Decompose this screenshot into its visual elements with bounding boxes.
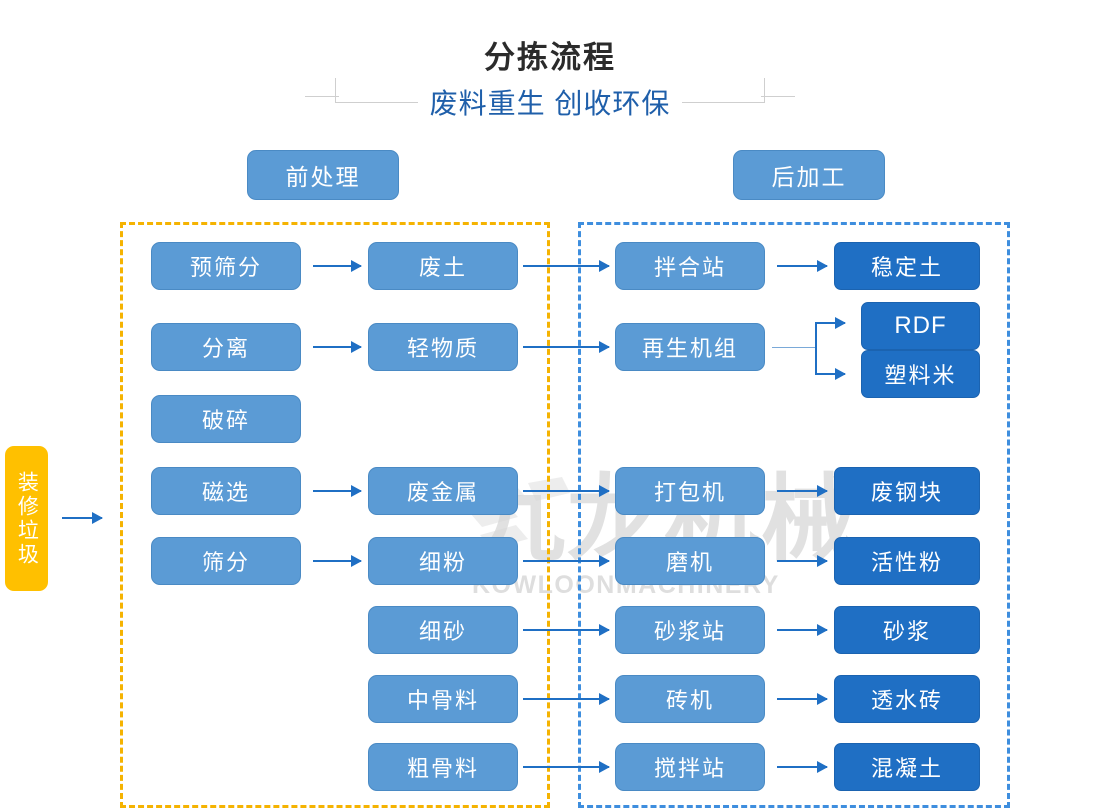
arrow-agitationstation-to-concrete	[777, 761, 828, 773]
arrow-finepowder-to-grinder	[523, 555, 610, 567]
node-material-waste-soil[interactable]: 废土	[368, 242, 518, 290]
node-equipment-baler[interactable]: 打包机	[615, 467, 765, 515]
node-equipment-grinder[interactable]: 磨机	[615, 537, 765, 585]
arrow-brickmachine-to-permeablebrick	[777, 693, 828, 705]
node-equipment-recycling-unit[interactable]: 再生机组	[615, 323, 765, 371]
arrow-wastesoil-to-mixingstation	[523, 260, 610, 272]
node-material-medium-aggregate[interactable]: 中骨料	[368, 675, 518, 723]
arrow-source-to-preprocessing	[62, 512, 103, 524]
node-process-separate[interactable]: 分离	[151, 323, 301, 371]
node-process-magnetic[interactable]: 磁选	[151, 467, 301, 515]
node-product-plastic-pellet[interactable]: 塑料米	[861, 350, 980, 398]
arrow-mortarstation-to-mortar	[777, 624, 828, 636]
node-equipment-agitation-station[interactable]: 搅拌站	[615, 743, 765, 791]
page-subtitle-text: 废料重生 创收环保	[417, 88, 683, 119]
zone-preprocessing	[120, 222, 550, 808]
source-node-renovation-waste[interactable]: 装修垃圾	[5, 446, 48, 591]
node-process-crush[interactable]: 破碎	[151, 395, 301, 443]
arrow-prescreen-to-wastesoil	[313, 260, 362, 272]
arrow-lightmaterial-to-recyclingunit	[523, 341, 610, 353]
section-chip-postprocessing[interactable]: 后加工	[733, 150, 885, 200]
branch-stem-recycling-unit	[772, 347, 816, 348]
node-equipment-brick-machine[interactable]: 砖机	[615, 675, 765, 723]
node-process-pre-screen[interactable]: 预筛分	[151, 242, 301, 290]
arrow-scrapmetal-to-baler	[523, 485, 610, 497]
page-title-text: 分拣流程	[470, 40, 630, 75]
node-material-light-material[interactable]: 轻物质	[368, 323, 518, 371]
node-product-rdf[interactable]: RDF	[861, 302, 980, 350]
node-equipment-mortar-station[interactable]: 砂浆站	[615, 606, 765, 654]
node-material-fine-sand[interactable]: 细砂	[368, 606, 518, 654]
node-material-fine-powder[interactable]: 细粉	[368, 537, 518, 585]
page-title: 分拣流程	[0, 38, 1100, 78]
arrow-recyclingunit-to-plasticpellet	[815, 368, 846, 380]
node-equipment-mixing-station[interactable]: 拌合站	[615, 242, 765, 290]
node-product-stabilized-soil[interactable]: 稳定土	[834, 242, 980, 290]
arrow-coarseaggregate-to-agitationstation	[523, 761, 610, 773]
node-process-sieve[interactable]: 筛分	[151, 537, 301, 585]
node-product-mortar[interactable]: 砂浆	[834, 606, 980, 654]
node-material-coarse-aggregate[interactable]: 粗骨料	[368, 743, 518, 791]
node-product-permeable-brick[interactable]: 透水砖	[834, 675, 980, 723]
arrow-mediumaggregate-to-brickmachine	[523, 693, 610, 705]
node-product-active-powder[interactable]: 活性粉	[834, 537, 980, 585]
branch-spine-recycling-unit	[815, 322, 817, 374]
arrow-baler-to-scrapsteelblock	[777, 485, 828, 497]
arrow-sieve-to-finepowder	[313, 555, 362, 567]
zone-postprocessing	[578, 222, 1010, 808]
page-subtitle: 废料重生 创收环保	[0, 86, 1100, 122]
source-node-label: 装修垃圾	[15, 470, 39, 567]
node-product-concrete[interactable]: 混凝土	[834, 743, 980, 791]
section-chip-preprocessing[interactable]: 前处理	[247, 150, 399, 200]
arrow-recyclingunit-to-rdf	[815, 317, 846, 329]
arrow-magnetic-to-scrapmetal	[313, 485, 362, 497]
title-rule-right	[761, 96, 795, 97]
node-material-scrap-metal[interactable]: 废金属	[368, 467, 518, 515]
arrow-grinder-to-activepowder	[777, 555, 828, 567]
title-rule-left	[305, 96, 339, 97]
arrow-mixingstation-to-stabilizedsoil	[777, 260, 828, 272]
arrow-separate-to-lightmaterial	[313, 341, 362, 353]
arrow-finesand-to-mortarstation	[523, 624, 610, 636]
node-product-scrap-steel-block[interactable]: 废钢块	[834, 467, 980, 515]
